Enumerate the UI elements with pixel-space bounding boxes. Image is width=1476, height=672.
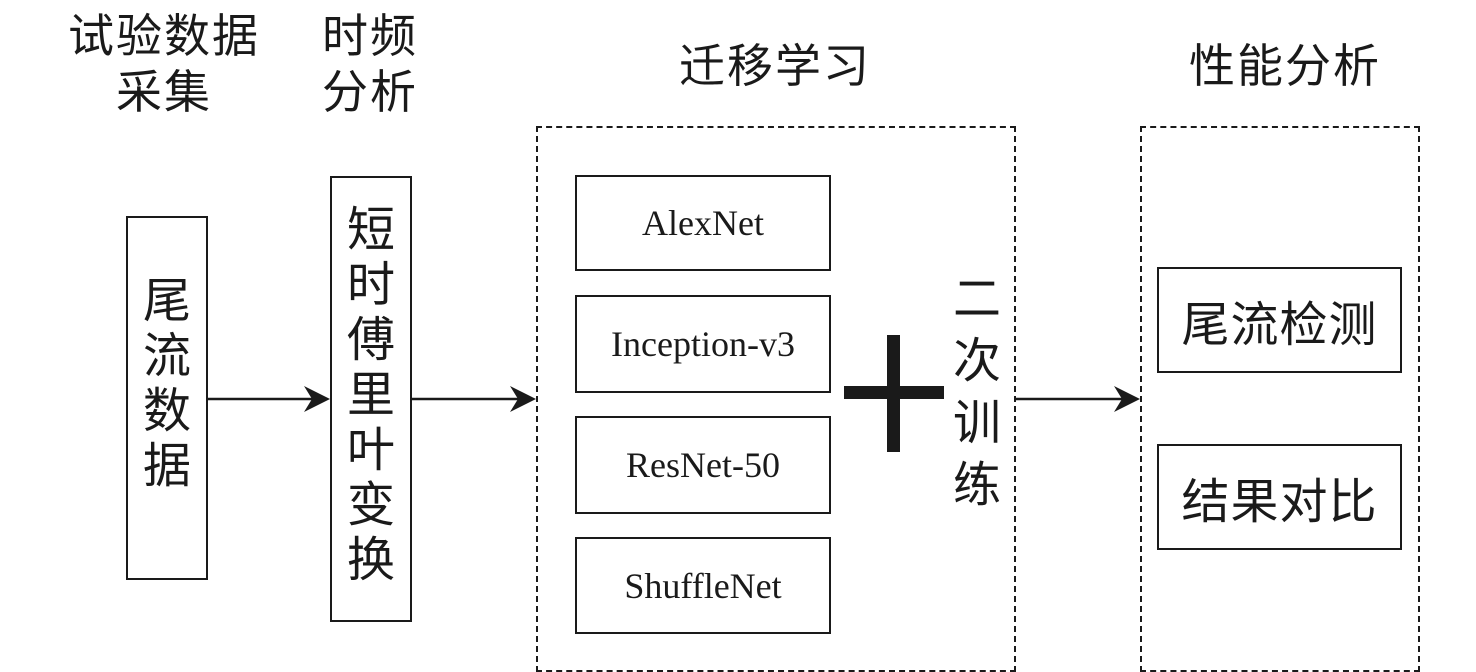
heading-performance-analysis: 性能分析 bbox=[1189, 39, 1381, 93]
result-wake-detection-box: 尾流检测 bbox=[1157, 267, 1402, 373]
transfer-learning-container bbox=[536, 126, 1016, 672]
performance-analysis-container bbox=[1140, 126, 1420, 672]
arrow-head-2 bbox=[510, 386, 536, 412]
plus-sign-vertical bbox=[887, 335, 900, 452]
wake-data-label: 尾 流 数 据 bbox=[142, 273, 191, 494]
model-shufflenet-box: ShuffleNet bbox=[575, 537, 831, 634]
stft-label: 短 时 傅 里 叶 变 换 bbox=[346, 202, 395, 588]
heading-transfer-learning: 迁移学习 bbox=[679, 39, 871, 93]
stft-box bbox=[330, 176, 412, 622]
wake-data-box bbox=[126, 216, 208, 580]
arrow-head-1 bbox=[304, 386, 330, 412]
retraining-label: 二 次 训 练 bbox=[952, 271, 1001, 513]
heading-data-collection: 试验数据 采集 bbox=[68, 9, 260, 119]
result-comparison-box: 结果对比 bbox=[1157, 444, 1402, 550]
arrow-head-3 bbox=[1114, 386, 1140, 412]
model-inception-v3-box: Inception-v3 bbox=[575, 295, 831, 393]
heading-time-frequency-analysis: 时频 分析 bbox=[322, 9, 418, 119]
model-resnet-50-box: ResNet-50 bbox=[575, 416, 831, 514]
model-alexnet-box: AlexNet bbox=[575, 175, 831, 271]
